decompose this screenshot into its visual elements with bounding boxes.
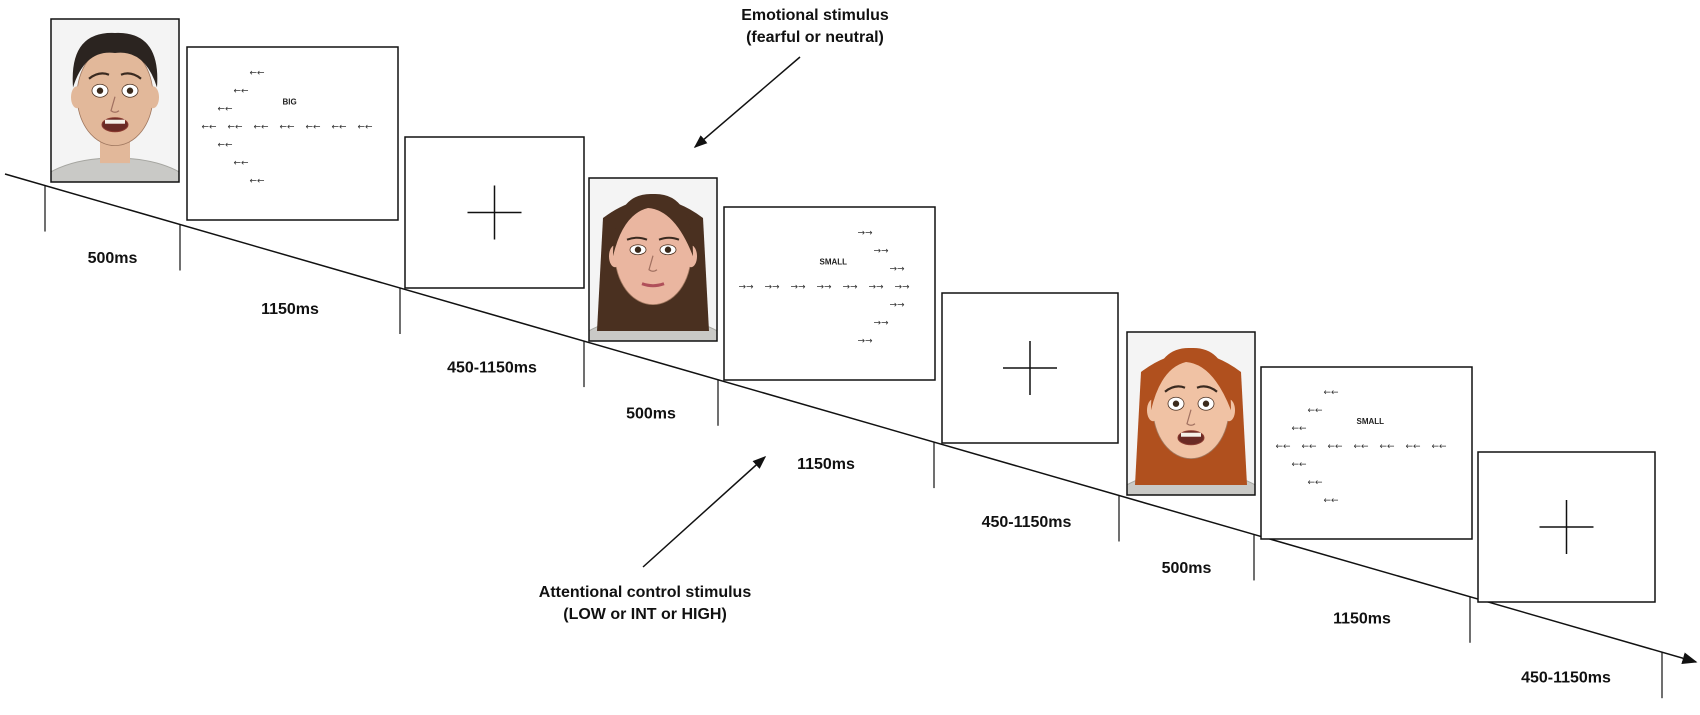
- svg-text:←←: ←←: [1323, 496, 1339, 506]
- duration-label: 450-1150ms: [1521, 669, 1611, 686]
- attention-stimulus-sublabel: (LOW or INT or HIGH): [563, 606, 727, 623]
- face-stimulus-frame: [1126, 331, 1256, 496]
- svg-text:←←: ←←: [279, 123, 295, 133]
- flanker-word: SMALL: [1357, 417, 1385, 426]
- frames-layer: ←←←←←←←←←←←←←←←←←←←←←←←←←←BIG→→→→→→→→→→→…: [50, 18, 1656, 603]
- svg-text:←←: ←←: [1291, 424, 1307, 434]
- face-stimulus-frame: [50, 18, 180, 183]
- attention-stimulus-frame: →→→→→→→→→→→→→→→→→→→→→→→→→→SMALL: [723, 206, 936, 381]
- svg-text:→→: →→: [790, 283, 806, 293]
- svg-text:←←: ←←: [1323, 388, 1339, 398]
- attention-stimulus-pointer: [642, 455, 767, 568]
- fixation-frame: [404, 136, 585, 289]
- flanker-word: BIG: [283, 98, 297, 107]
- timeline-axis: [4, 173, 1698, 665]
- svg-text:←←: ←←: [1307, 406, 1323, 416]
- svg-text:←←: ←←: [1275, 442, 1291, 452]
- emotional-stimulus-sublabel: (fearful or neutral): [746, 29, 884, 46]
- attention-stimulus-frame: ←←←←←←←←←←←←←←←←←←←←←←←←←←BIG: [186, 46, 399, 221]
- svg-text:→→: →→: [873, 319, 889, 329]
- svg-text:←←: ←←: [1291, 460, 1307, 470]
- svg-text:→→: →→: [738, 283, 754, 293]
- ticks-layer: [44, 185, 1663, 699]
- svg-text:←←: ←←: [305, 123, 321, 133]
- svg-text:←←: ←←: [1405, 442, 1421, 452]
- duration-label: 500ms: [1162, 560, 1212, 577]
- svg-text:→→: →→: [816, 283, 832, 293]
- duration-label: 450-1150ms: [447, 360, 537, 377]
- flanker-word: SMALL: [820, 258, 848, 267]
- svg-text:←←: ←←: [1327, 442, 1343, 452]
- emotional-stimulus-pointer: [693, 56, 801, 148]
- svg-text:←←: ←←: [217, 105, 233, 115]
- svg-text:←←: ←←: [227, 123, 243, 133]
- duration-label: 450-1150ms: [982, 514, 1072, 531]
- attention-stimulus-frame: ←←←←←←←←←←←←←←←←←←←←←←←←←←SMALL: [1260, 366, 1473, 540]
- svg-text:→→: →→: [764, 283, 780, 293]
- duration-label: 1150ms: [261, 301, 319, 318]
- svg-text:←←: ←←: [201, 123, 217, 133]
- fixation-frame: [1477, 451, 1656, 603]
- svg-text:→→: →→: [842, 283, 858, 293]
- face-stimulus-frame: [588, 177, 718, 342]
- attention-stimulus-label: Attentional control stimulus: [539, 584, 752, 601]
- svg-text:←←: ←←: [1301, 442, 1317, 452]
- svg-text:→→: →→: [889, 265, 905, 275]
- emotional-stimulus-label: Emotional stimulus: [741, 7, 889, 24]
- svg-text:→→: →→: [857, 337, 873, 347]
- svg-text:→→: →→: [873, 247, 889, 257]
- duration-label: 500ms: [626, 405, 676, 422]
- duration-label: 500ms: [88, 250, 138, 267]
- svg-text:←←: ←←: [1379, 442, 1395, 452]
- svg-text:→→: →→: [889, 301, 905, 311]
- svg-text:←←: ←←: [249, 69, 265, 79]
- svg-text:←←: ←←: [249, 177, 265, 187]
- svg-text:←←: ←←: [1431, 442, 1447, 452]
- duration-label: 1150ms: [797, 456, 855, 473]
- fixation-frame: [941, 292, 1119, 444]
- svg-text:→→: →→: [894, 283, 910, 293]
- svg-text:←←: ←←: [233, 87, 249, 97]
- svg-text:←←: ←←: [1307, 478, 1323, 488]
- svg-text:←←: ←←: [217, 141, 233, 151]
- duration-label: 1150ms: [1333, 611, 1391, 628]
- svg-text:←←: ←←: [331, 123, 347, 133]
- svg-text:←←: ←←: [233, 159, 249, 169]
- svg-text:→→: →→: [868, 283, 884, 293]
- svg-text:→→: →→: [857, 229, 873, 239]
- svg-text:←←: ←←: [253, 123, 269, 133]
- durations-layer: 500ms 1150ms 450-1150ms 500ms 1150ms 450-1150…: [88, 250, 1611, 686]
- svg-text:←←: ←←: [1353, 442, 1369, 452]
- svg-text:←←: ←←: [357, 123, 373, 133]
